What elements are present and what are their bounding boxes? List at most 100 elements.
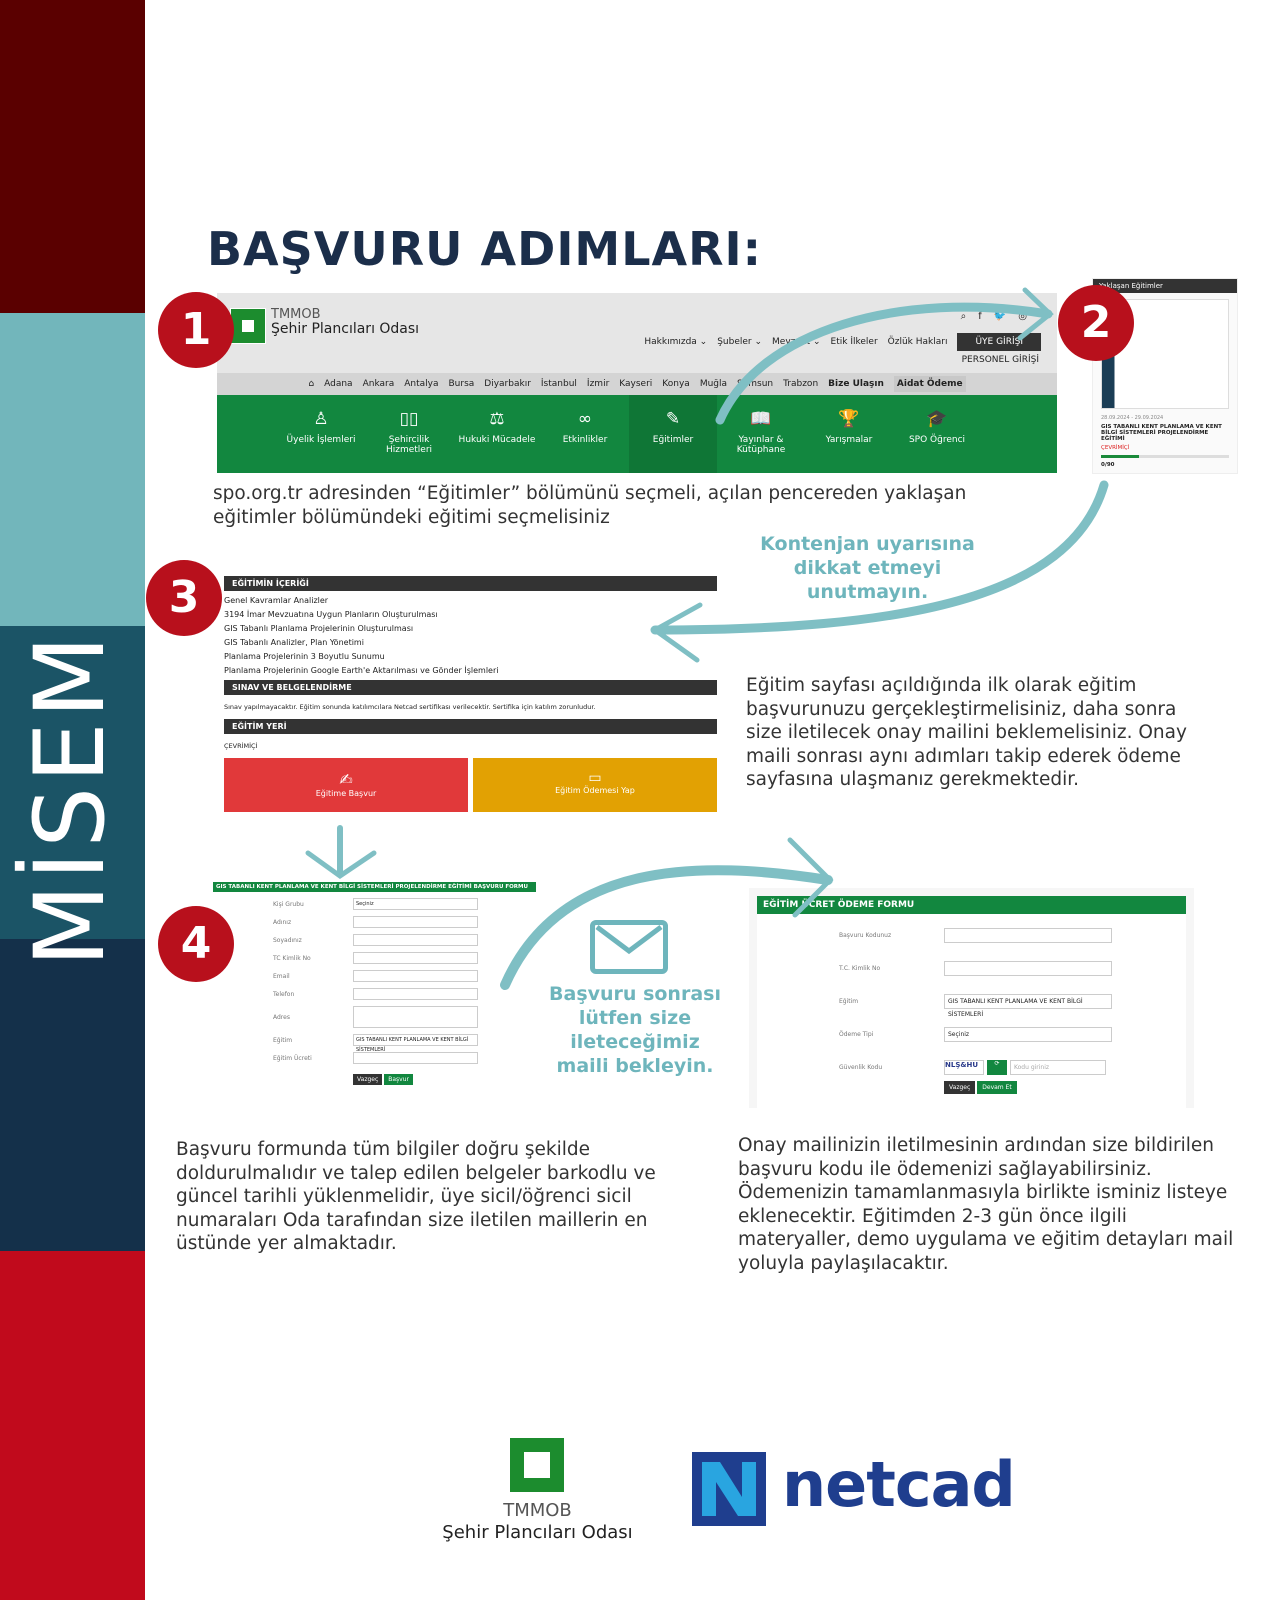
payment-form-screenshot: EĞİTİM ÜCRET ÖDEME FORMU Başvuru Kodunuz… (749, 888, 1194, 1109)
continue-button[interactable]: Devam Et (977, 1081, 1017, 1094)
nav-item[interactable]: Özlük Hakları (887, 337, 948, 347)
cancel-button[interactable]: Vazgeç (353, 1074, 383, 1085)
form-input[interactable]: Seçiniz (353, 898, 478, 910)
city-link[interactable]: İzmir (586, 379, 610, 389)
search-icon[interactable]: ⌕ (960, 311, 967, 322)
city-link[interactable]: Konya (662, 379, 690, 389)
facebook-icon[interactable]: f (978, 311, 982, 322)
cancel-button[interactable]: Vazgeç (944, 1081, 976, 1094)
form-input[interactable] (353, 970, 478, 982)
city-link[interactable]: İstanbul (540, 379, 577, 389)
step3-caption: Eğitim sayfası açıldığında ilk olarak eğ… (746, 675, 1187, 790)
menu-item[interactable]: 🎓 SPO Öğrenci (893, 395, 981, 473)
captcha-input[interactable]: Kodu giriniz (1010, 1060, 1106, 1075)
menu-item[interactable]: ⚖Hukuki Mücadele (453, 395, 541, 473)
menu-item[interactable]: ∞Etkinlikler (541, 395, 629, 473)
spo-logo-icon (230, 308, 266, 344)
menu-label: Hukuki Mücadele (458, 435, 536, 445)
form-input[interactable] (353, 934, 478, 946)
form-input[interactable] (353, 1052, 478, 1064)
wait-email-note: Başvuru sonrası lütfen size ileteceğimiz… (549, 983, 721, 1077)
city-link[interactable]: Adana (324, 379, 353, 389)
menu-item[interactable]: 🏆Yarışmalar (805, 395, 893, 473)
form-input[interactable]: Seçiniz (944, 1027, 1112, 1042)
section-header: EĞİTİMİN İÇERİĞİ (224, 576, 717, 591)
form-input[interactable] (944, 961, 1112, 976)
instagram-icon[interactable]: ◎ (1018, 311, 1027, 322)
field-label: Email (273, 972, 290, 980)
menu-item[interactable]: ♙Üyelik İşlemleri (277, 395, 365, 473)
footer-spo-name: Şehir Plancıları Odası (442, 1522, 633, 1543)
sidebar-band-maroon (0, 0, 145, 313)
field-label: TC Kimlik No (273, 954, 311, 962)
step4-caption: Başvuru formunda tüm bilgiler doğru şeki… (176, 1139, 656, 1254)
refresh-icon[interactable]: ⟳ (987, 1060, 1007, 1075)
form-input[interactable]: GIS TABANLI KENT PLANLAMA VE KENT BİLGİ … (944, 994, 1112, 1018)
field-label: T.C. Kimlik No (839, 965, 881, 972)
city-link[interactable]: Kayseri (619, 379, 653, 389)
home-icon[interactable]: ⌂ (308, 379, 315, 389)
twitter-icon[interactable]: 🐦 (993, 311, 1007, 322)
course-dates: 28.09.2024 - 29.09.2024 (1101, 415, 1164, 421)
field-label: Telefon (273, 990, 295, 998)
nav-item[interactable]: Mevzuat ⌄ (772, 337, 821, 347)
member-login-button[interactable]: ÜYE GİRİŞİ (957, 333, 1041, 351)
city-link[interactable]: Samsun (737, 379, 774, 389)
menu-item[interactable]: 📖Yayınlar & Kütüphane (717, 395, 805, 473)
staff-login-link[interactable]: PERSONEL GİRİŞİ (961, 355, 1039, 365)
city-link[interactable]: Bursa (448, 379, 475, 389)
pay-button[interactable]: ▭Eğitim Ödemesi Yap (473, 758, 717, 812)
form-input[interactable]: GIS TABANLI KENT PLANLAMA VE KENT BİLGİ … (353, 1034, 478, 1053)
menu-label: Etkinlikler (562, 435, 608, 445)
form-input[interactable] (944, 928, 1112, 943)
step-number-1: 1 (158, 292, 234, 368)
brand-vertical: MİSEM (14, 631, 126, 967)
map-icon: ▯▯ (399, 409, 419, 429)
submit-button[interactable]: Başvur (384, 1074, 414, 1085)
user-icon: ♙ (313, 409, 329, 429)
nav-item[interactable]: Şubeler ⌄ (717, 337, 763, 347)
city-link[interactable]: Muğla (699, 379, 728, 389)
nav-item[interactable]: Etik İlkeler (830, 337, 878, 347)
sidebar-band-red (0, 1251, 145, 1600)
section-header: SINAV VE BELGELENDİRME (224, 680, 717, 695)
city-link[interactable]: Antalya (404, 379, 439, 389)
application-form-screenshot: GIS TABANLI KENT PLANLAMA VE KENT BİLGİ … (213, 882, 536, 1112)
menu-label: Eğitimler (652, 435, 694, 445)
field-label: Eğitim Ücreti (273, 1054, 312, 1062)
form-input[interactable] (353, 952, 478, 964)
content-item: Planlama Projelerinin Google Earth'e Akt… (224, 666, 499, 675)
dues-link[interactable]: Aidat Ödeme (893, 376, 966, 392)
apply-button[interactable]: ✍Eğitime Başvur (224, 758, 468, 812)
menu-label: SPO Öğrenci (908, 435, 966, 445)
form-input[interactable] (353, 1006, 478, 1028)
field-label: Güvenlik Kodu (839, 1064, 883, 1071)
sidebar-band-navy (0, 939, 145, 1251)
form-title: GIS TABANLI KENT PLANLAMA VE KENT BİLGİ … (213, 882, 536, 892)
city-link[interactable]: Trabzon (783, 379, 819, 389)
quota-text: 0/90 (1101, 462, 1115, 468)
nav-item[interactable]: Hakkımızda ⌄ (644, 337, 708, 347)
contact-link[interactable]: Bize Ulaşın (828, 379, 884, 389)
form-row: TC Kimlik No (273, 952, 536, 964)
quota-bar (1101, 455, 1229, 458)
menu-item[interactable]: ▯▯Şehircilik Hizmetleri (365, 395, 453, 473)
form-input[interactable] (353, 988, 478, 1000)
city-link[interactable]: Ankara (362, 379, 395, 389)
form-row: Email (273, 970, 536, 982)
city-link[interactable]: Diyarbakır (484, 379, 531, 389)
menu-item-egitimler[interactable]: ✎ Eğitimler (629, 395, 717, 473)
envelope-icon (590, 920, 668, 974)
graduation-cap-icon: 🎓 (926, 409, 948, 429)
form-row: Adres (273, 1006, 536, 1028)
content-item: GIS Tabanlı Analizler, Plan Yönetimi (224, 638, 364, 647)
form-input[interactable] (353, 916, 478, 928)
content-item: Planlama Projelerinin 3 Boyutlu Sunumu (224, 652, 385, 661)
certificate-icon: ✎ (665, 409, 681, 429)
website-screenshot: TMMOB Şehir Plancıları Odası ⌕f🐦◎ Hakkım… (217, 293, 1057, 473)
